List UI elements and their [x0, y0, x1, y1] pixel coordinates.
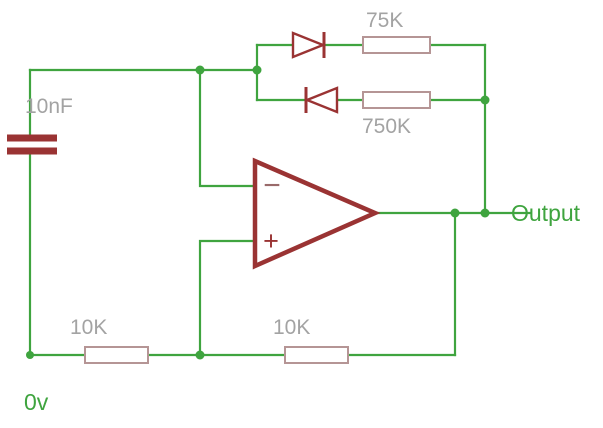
capacitor-label: 10nF	[25, 95, 73, 118]
diode-top	[291, 31, 327, 59]
resistor-75k-label: 75K	[366, 9, 403, 32]
capacitor	[7, 134, 57, 155]
ground-net-label: 0v	[24, 389, 49, 415]
output-net-label: Output	[511, 200, 581, 226]
resistor-750k-label: 750K	[362, 115, 411, 138]
junction-dot	[480, 95, 490, 105]
junction-dot	[195, 350, 205, 360]
diode-bottom	[303, 86, 339, 114]
diode-bottom-body	[303, 86, 339, 114]
opamp-inverting-input-symbol: −	[263, 169, 281, 202]
resistor-10k-right	[284, 346, 349, 364]
diode-top-body	[291, 31, 327, 59]
resistor-10k-right-label: 10K	[273, 316, 310, 339]
resistor-75k	[362, 36, 431, 54]
junction-dot	[450, 208, 460, 218]
junction-dot	[195, 65, 205, 75]
junction-dot	[480, 208, 490, 218]
wire-noninverting-input	[198, 239, 257, 357]
opamp: − +	[252, 157, 381, 270]
opamp-body	[252, 157, 381, 270]
junction-dot	[252, 65, 262, 75]
junction-dot	[26, 351, 34, 359]
resistor-750k	[362, 91, 431, 109]
resistor-10k-left	[84, 346, 149, 364]
resistor-10k-left-label: 10K	[70, 316, 107, 339]
junction-dots	[26, 65, 490, 360]
opamp-noninverting-input-symbol: +	[263, 226, 279, 256]
wire-inverting-input	[198, 68, 257, 188]
